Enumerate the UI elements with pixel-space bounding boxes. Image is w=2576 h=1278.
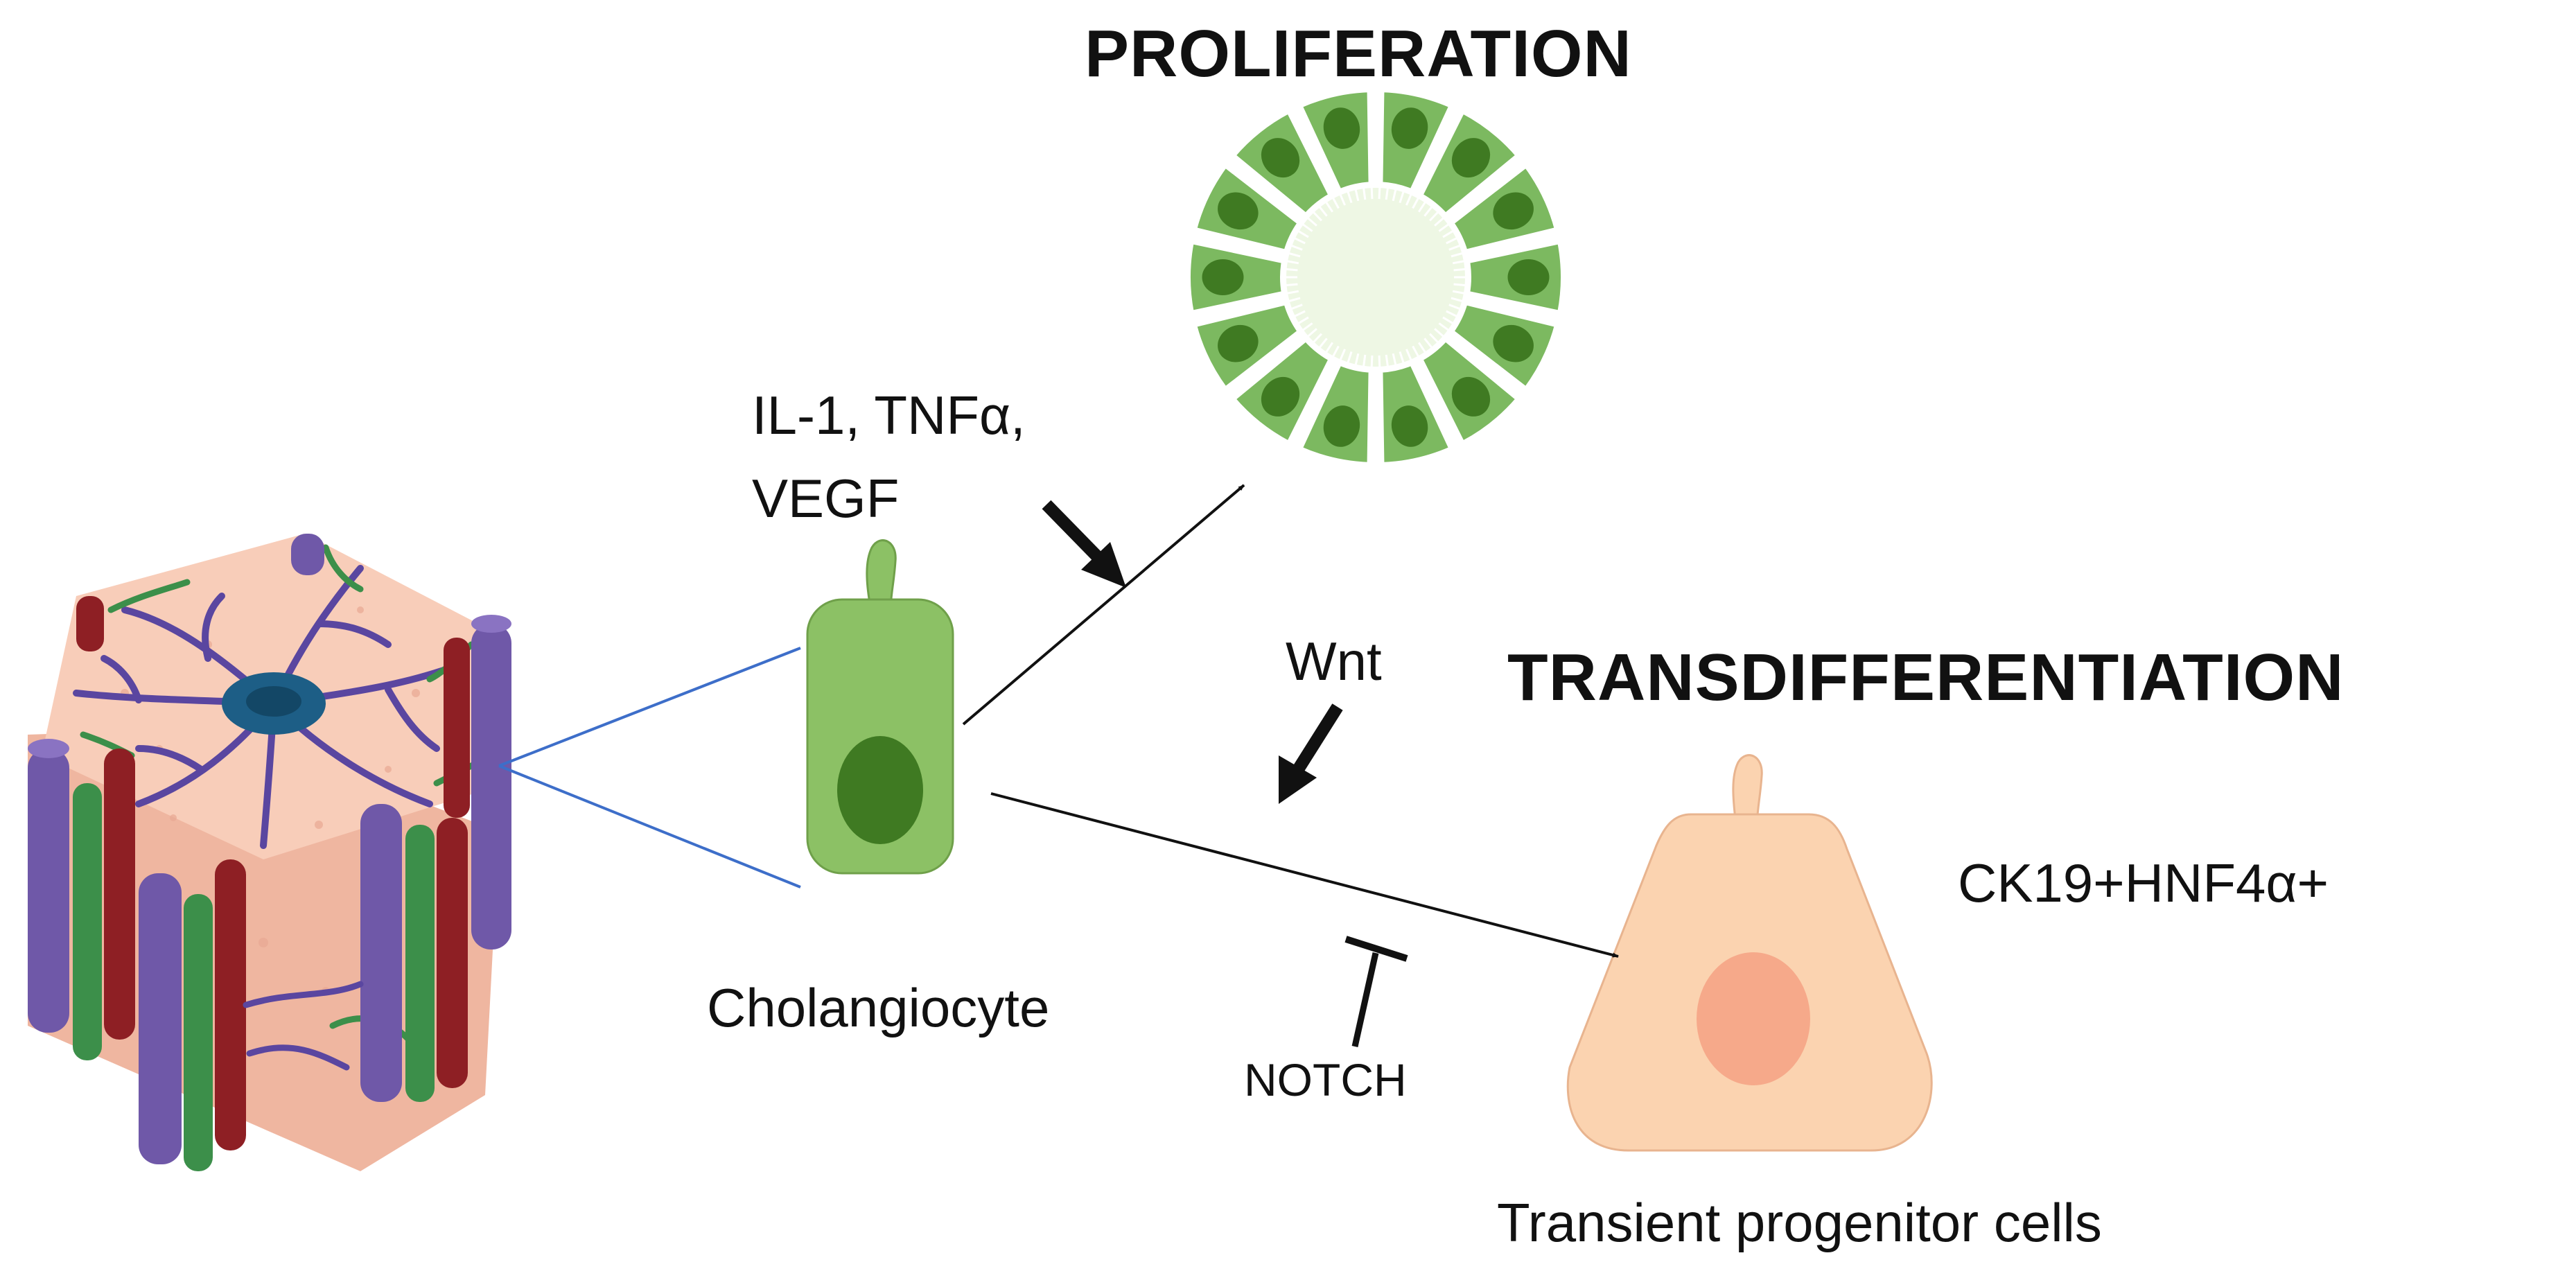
organoid-illustration: [1184, 86, 1567, 469]
organoid-cell-nucleus: [1507, 259, 1550, 295]
bile-duct-column: [405, 825, 435, 1102]
portal-vein-column: [28, 749, 69, 1033]
portal-triad-columns: [28, 534, 511, 1171]
cholangiocyte-nucleus: [837, 736, 923, 844]
wnt-arrow: [1279, 703, 1343, 804]
portal-vein-column: [360, 804, 402, 1102]
hepatic-artery-column: [444, 638, 470, 818]
proliferation-heading: PROLIFERATION: [1085, 17, 1632, 91]
portal-vein-column: [291, 534, 324, 575]
bile-duct-column: [184, 894, 213, 1171]
side-face-vessels: [243, 981, 364, 1071]
wnt-label: Wnt: [1286, 631, 1382, 692]
cholangiocyte-label: Cholangiocyte: [707, 977, 1050, 1038]
organoid-cell-nucleus: [1261, 138, 1300, 178]
central-vein-core: [246, 686, 301, 717]
hepatic-artery-column: [437, 818, 468, 1088]
cholangiocyte-cilium: [866, 539, 897, 612]
organoid-cell-nucleus: [1451, 376, 1491, 417]
hepatic-artery-column: [215, 859, 246, 1150]
portal-vein-column: [139, 873, 182, 1164]
zoom-connector-line: [498, 647, 801, 767]
organoid-cell-nucleus: [1391, 405, 1428, 447]
cytokine-arrow: [1042, 500, 1126, 588]
bile-duct-column: [73, 783, 102, 1060]
signals-label-line2: VEGF: [752, 468, 900, 529]
organoid-cell-nucleus: [1493, 192, 1534, 230]
organoid-cell-nucleus: [1218, 192, 1259, 230]
liver-lobule-illustration: [28, 534, 511, 1171]
organoid-cell-nucleus: [1323, 107, 1360, 149]
organoid-cell-nucleus: [1218, 324, 1259, 362]
progenitor-cell: [1566, 754, 1933, 1152]
portal-vein-top: [28, 739, 69, 758]
notch-label: NOTCH: [1244, 1054, 1407, 1105]
progenitor-nucleus: [1697, 952, 1810, 1085]
organoid-cell-nucleus: [1261, 376, 1300, 417]
transdifferentiation-arrow: [990, 792, 1619, 958]
hepatic-artery-column: [76, 596, 104, 651]
zoom-connector-line: [498, 764, 801, 889]
organoid-cell-nucleus: [1451, 138, 1491, 178]
organoid-microvilli: [1283, 185, 1468, 369]
organoid-cell-nucleus: [1202, 259, 1244, 295]
progenitor-cilium: [1732, 754, 1763, 830]
proliferation-arrow: [962, 484, 1245, 726]
portal-vein-column: [471, 624, 511, 949]
hepatic-artery-column: [104, 749, 135, 1040]
organoid-cell-nucleus: [1391, 107, 1428, 149]
organoid-cell-nucleus: [1493, 324, 1534, 362]
portal-vein-top: [471, 615, 511, 633]
marker-label: CK19+HNF4α+: [1958, 852, 2329, 913]
notch-inhibition: [1344, 936, 1408, 1047]
organoid-lumen: [1286, 188, 1465, 367]
cholangiocyte-cell: [806, 539, 954, 875]
signals-label-line1: IL-1, TNFα,: [752, 385, 1026, 446]
progenitor-label: Transient progenitor cells: [1497, 1192, 2102, 1253]
organoid-cell-nucleus: [1323, 405, 1360, 447]
transdifferentiation-heading: TRANSDIFFERENTIATION: [1507, 640, 2345, 715]
